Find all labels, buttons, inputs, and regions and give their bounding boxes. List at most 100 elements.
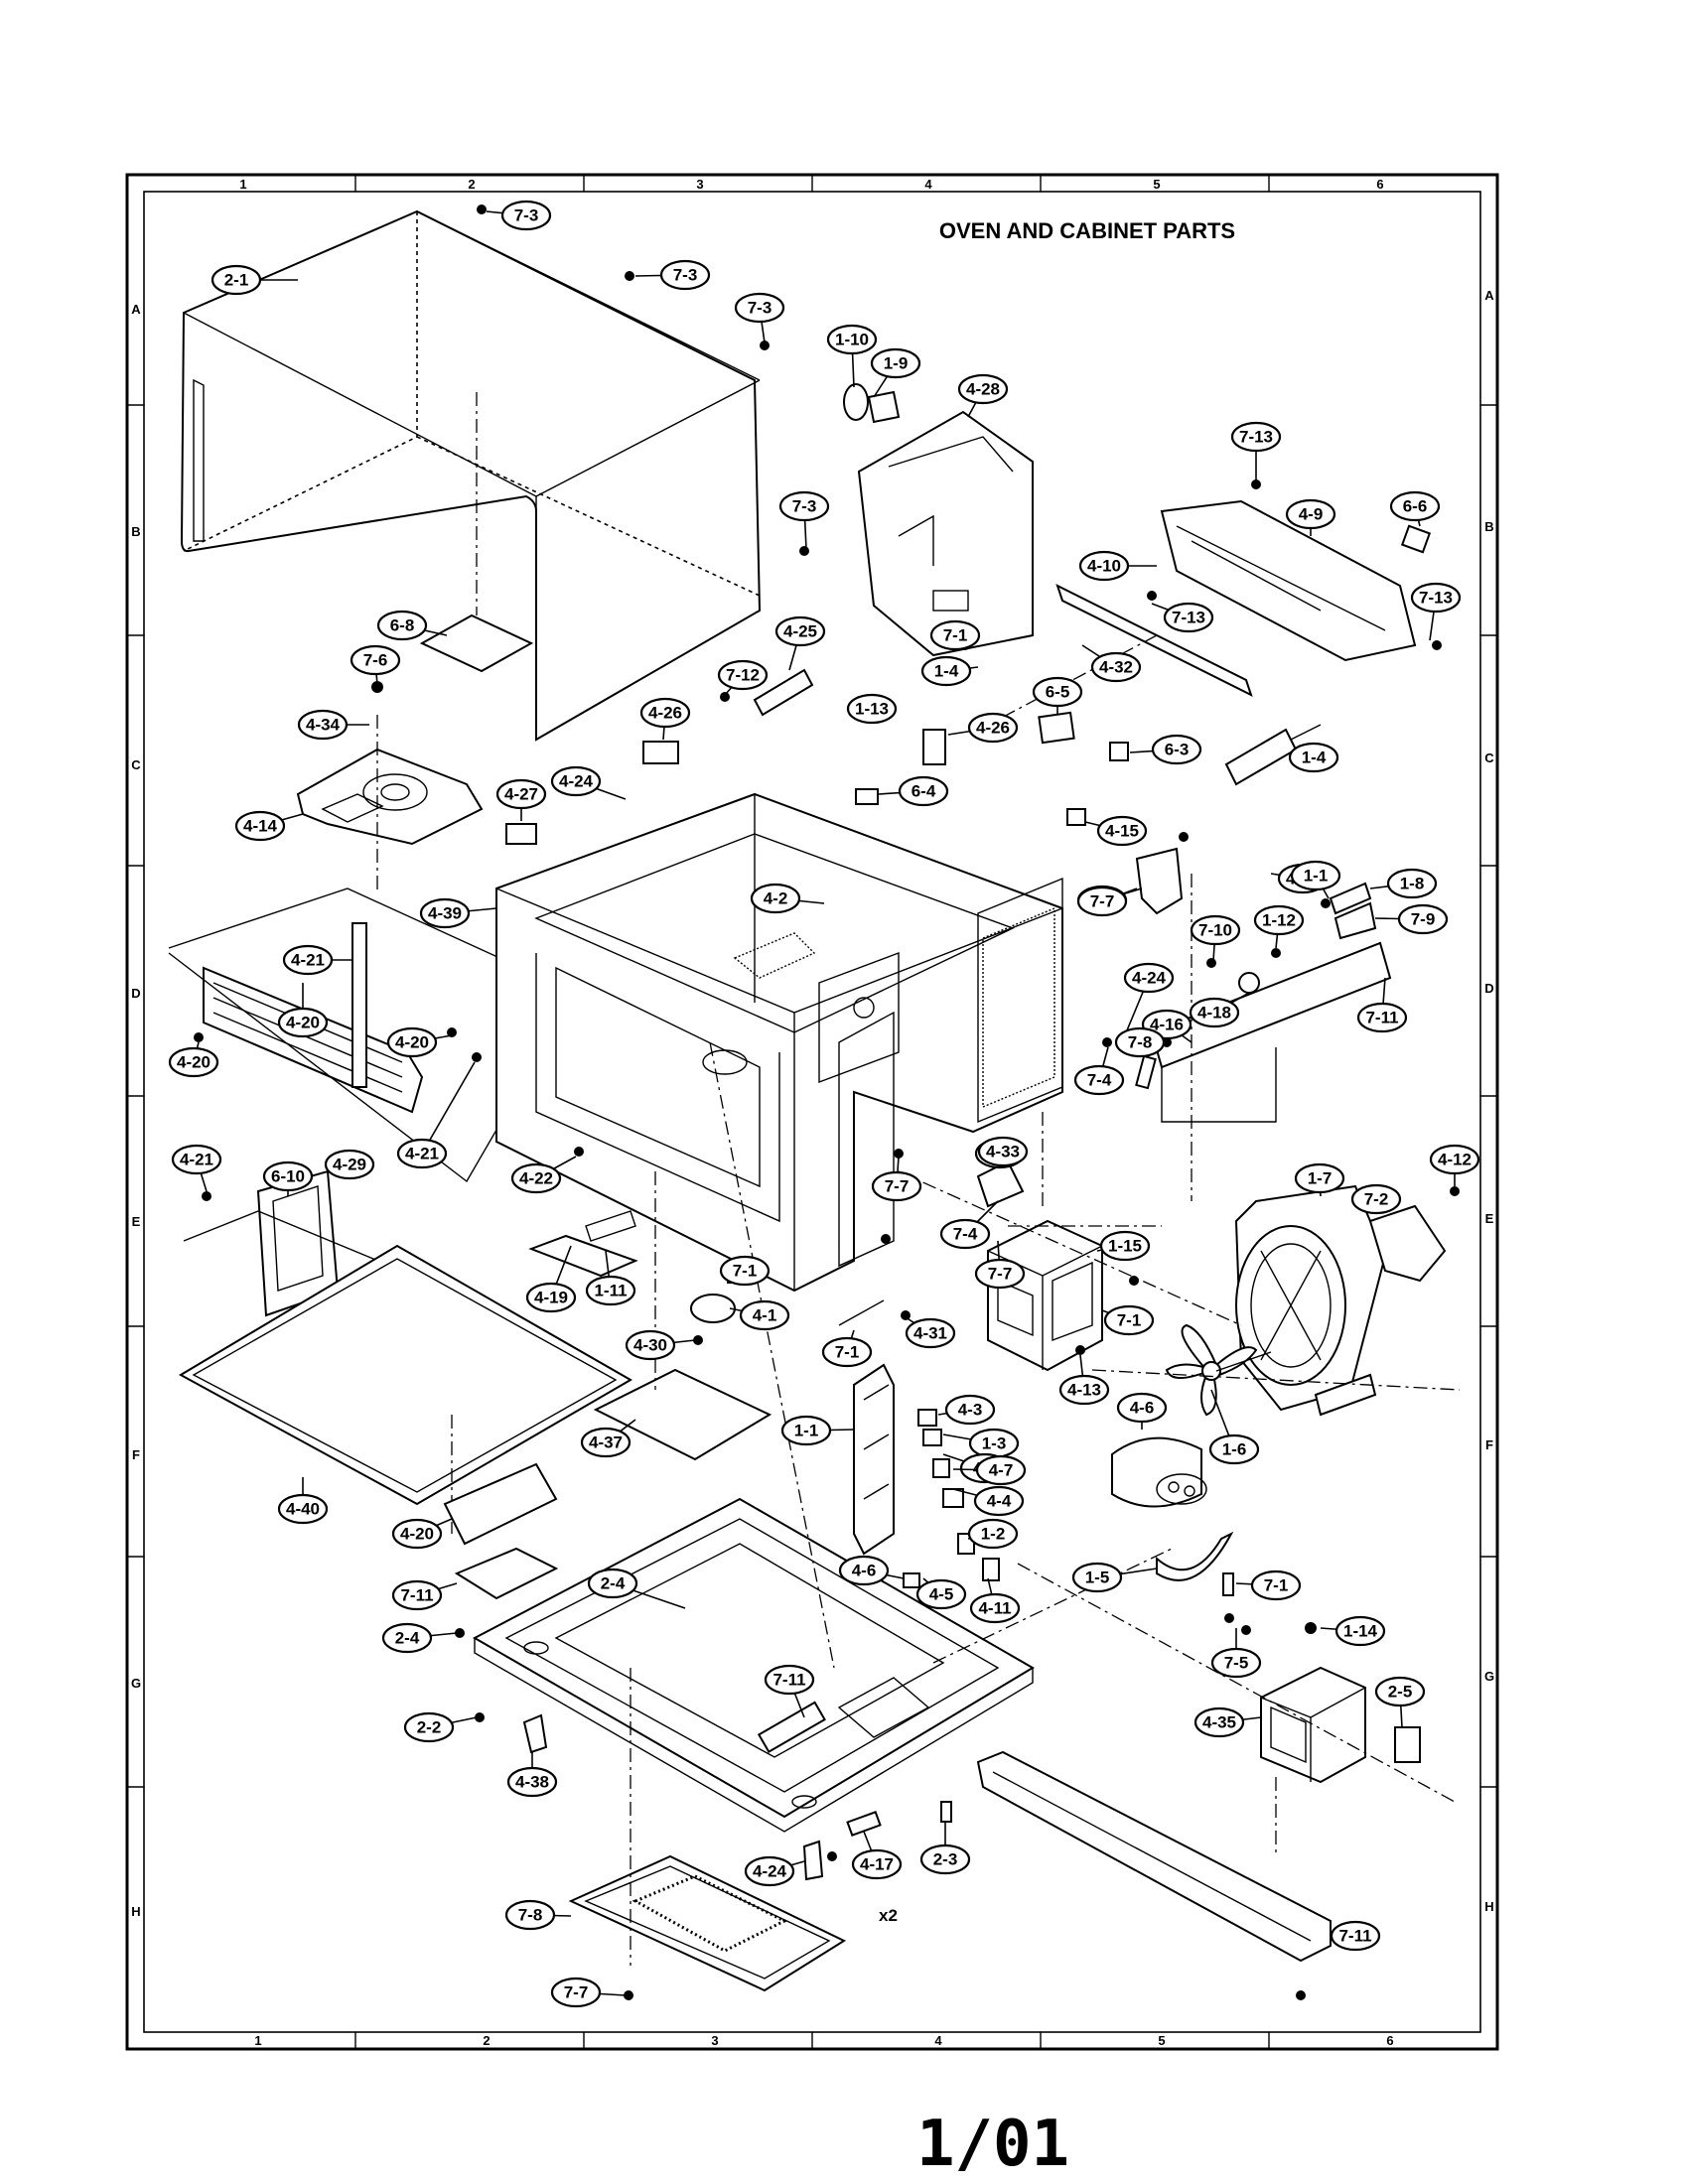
callout-label: 4-24 (753, 1862, 787, 1881)
callout-4-25: 4-25 (774, 615, 826, 671)
callout-label: 7-13 (1239, 428, 1273, 447)
hv-transformer (1260, 1666, 1421, 1784)
col-label-top: 4 (924, 177, 932, 192)
callout-4-26: 4-26 (947, 712, 1019, 744)
callout-bubble (550, 765, 602, 797)
callout-4-13: 4-13 (1058, 1354, 1110, 1406)
callout-4-12: 4-12 (1429, 1144, 1480, 1186)
foot-2-4-center (802, 1840, 824, 1881)
callout-1-15: 1-15 (1096, 1230, 1151, 1262)
callout-label: 7-3 (792, 497, 817, 516)
callout-bubble (1114, 1026, 1166, 1058)
callout-bubble (977, 1136, 1029, 1167)
callout-label: 1-10 (835, 331, 869, 349)
row-label-right: G (1484, 1669, 1494, 1684)
callout-bubble (1099, 1230, 1151, 1262)
callout-6-6: 6-6 (1389, 490, 1441, 527)
callout-label: 6-6 (1403, 497, 1428, 516)
bracket-6-10 (528, 1234, 638, 1278)
callout-bubble (957, 373, 1009, 405)
door-switch (1329, 882, 1377, 940)
label-6-3 (1109, 742, 1129, 761)
callout-bubble (1076, 886, 1128, 917)
callout-1-8: 1-8 (1369, 868, 1438, 899)
callout-bubble (277, 1493, 329, 1525)
callout-1-4: 1-4 (920, 655, 979, 687)
callout-4-38: 4-38 (506, 1752, 558, 1798)
vent-grille (733, 906, 1055, 1109)
row-label-right: E (1485, 1211, 1494, 1226)
callout-4-6: 4-6 (838, 1555, 905, 1586)
callout-6-3: 6-3 (1129, 734, 1202, 765)
callout-bubble (1410, 582, 1462, 614)
oven-cavity (495, 792, 1063, 1293)
callout-2-1: 2-1 (210, 264, 298, 296)
pad-4-25 (753, 668, 814, 717)
callout-bubble (585, 1275, 636, 1306)
callout-bubble (504, 1899, 556, 1931)
callout-label: 4-21 (180, 1151, 213, 1169)
callout-1-1: 1-1 (1290, 860, 1341, 899)
callout-label: 6-5 (1046, 683, 1070, 702)
callout-4-2: 4-2 (750, 883, 825, 914)
page-number: 1/01 (915, 2108, 1070, 2181)
callout-label: 4-26 (976, 719, 1010, 738)
pad-4-26-left (642, 741, 679, 764)
callout-4-20: 4-20 (277, 983, 329, 1038)
callout-bubble (282, 944, 334, 976)
callout-label: 7-6 (363, 651, 388, 670)
callout-label: 4-13 (1067, 1381, 1101, 1400)
callout-label: 1-4 (934, 662, 959, 681)
callout-4-3: 4-3 (937, 1394, 996, 1426)
callout-label: 1-1 (794, 1422, 819, 1440)
callout-label: 7-7 (885, 1177, 910, 1196)
callout-label: 7-8 (518, 1906, 543, 1925)
callout-7-13: 7-13 (1151, 602, 1214, 633)
callout-label: 6-4 (912, 782, 936, 801)
callout-4-4: 4-4 (952, 1485, 1025, 1517)
callout-label: 4-6 (852, 1562, 877, 1580)
callout-4-9: 4-9 (1285, 498, 1336, 536)
callout-label: 2-1 (224, 271, 249, 290)
callout-7-13: 7-13 (1410, 582, 1462, 641)
callout-bubble (495, 778, 547, 810)
callout-7-7: 7-7 (550, 1977, 627, 2008)
callout-bubble (838, 1555, 890, 1586)
callout-bubble (1103, 1304, 1155, 1336)
callout-1-13: 1-13 (846, 693, 898, 725)
callout-4-6: 4-6 (1116, 1392, 1168, 1430)
callout-1-1: 1-1 (780, 1415, 855, 1446)
col-label-bottom: 5 (1158, 2033, 1165, 2048)
col-label-bottom: 1 (254, 2033, 261, 2048)
callout-bubble (939, 1218, 991, 1250)
callout-bubble (778, 490, 830, 522)
callout-bubble (764, 1664, 815, 1696)
callout-6-4: 6-4 (878, 775, 949, 807)
callout-7-13: 7-13 (1230, 421, 1282, 481)
callout-label: 7-5 (1224, 1654, 1249, 1673)
callout-bubble (1350, 1183, 1402, 1215)
callout-bubble (525, 1282, 577, 1313)
callout-label: 4-20 (400, 1525, 434, 1544)
pad-4-27 (505, 823, 537, 845)
callout-bubble (1058, 1374, 1110, 1406)
callout-1-11: 1-11 (585, 1250, 636, 1306)
callout-7-7: 7-7 (1076, 886, 1138, 917)
callout-label: 7-13 (1172, 609, 1205, 627)
callout-label: 4-24 (1132, 969, 1167, 988)
callout-label: 1-11 (594, 1282, 627, 1300)
callout-label: 7-7 (1090, 892, 1115, 911)
callout-bubble (739, 1299, 790, 1331)
callout-7-3: 7-3 (734, 292, 785, 343)
callout-bubble (1230, 421, 1282, 453)
callout-4-21: 4-21 (171, 1144, 222, 1192)
latch-assembly (853, 1363, 1000, 1588)
callout-label: 7-7 (988, 1265, 1013, 1284)
callout-bubble (1163, 602, 1214, 633)
callout-bubble (324, 1149, 375, 1180)
callout-label: 1-5 (1085, 1569, 1110, 1587)
callout-4-30: 4-30 (625, 1329, 696, 1361)
front-rail (976, 1750, 1332, 1963)
callout-label: 1-1 (1304, 867, 1329, 886)
row-label-left: G (131, 1676, 141, 1691)
